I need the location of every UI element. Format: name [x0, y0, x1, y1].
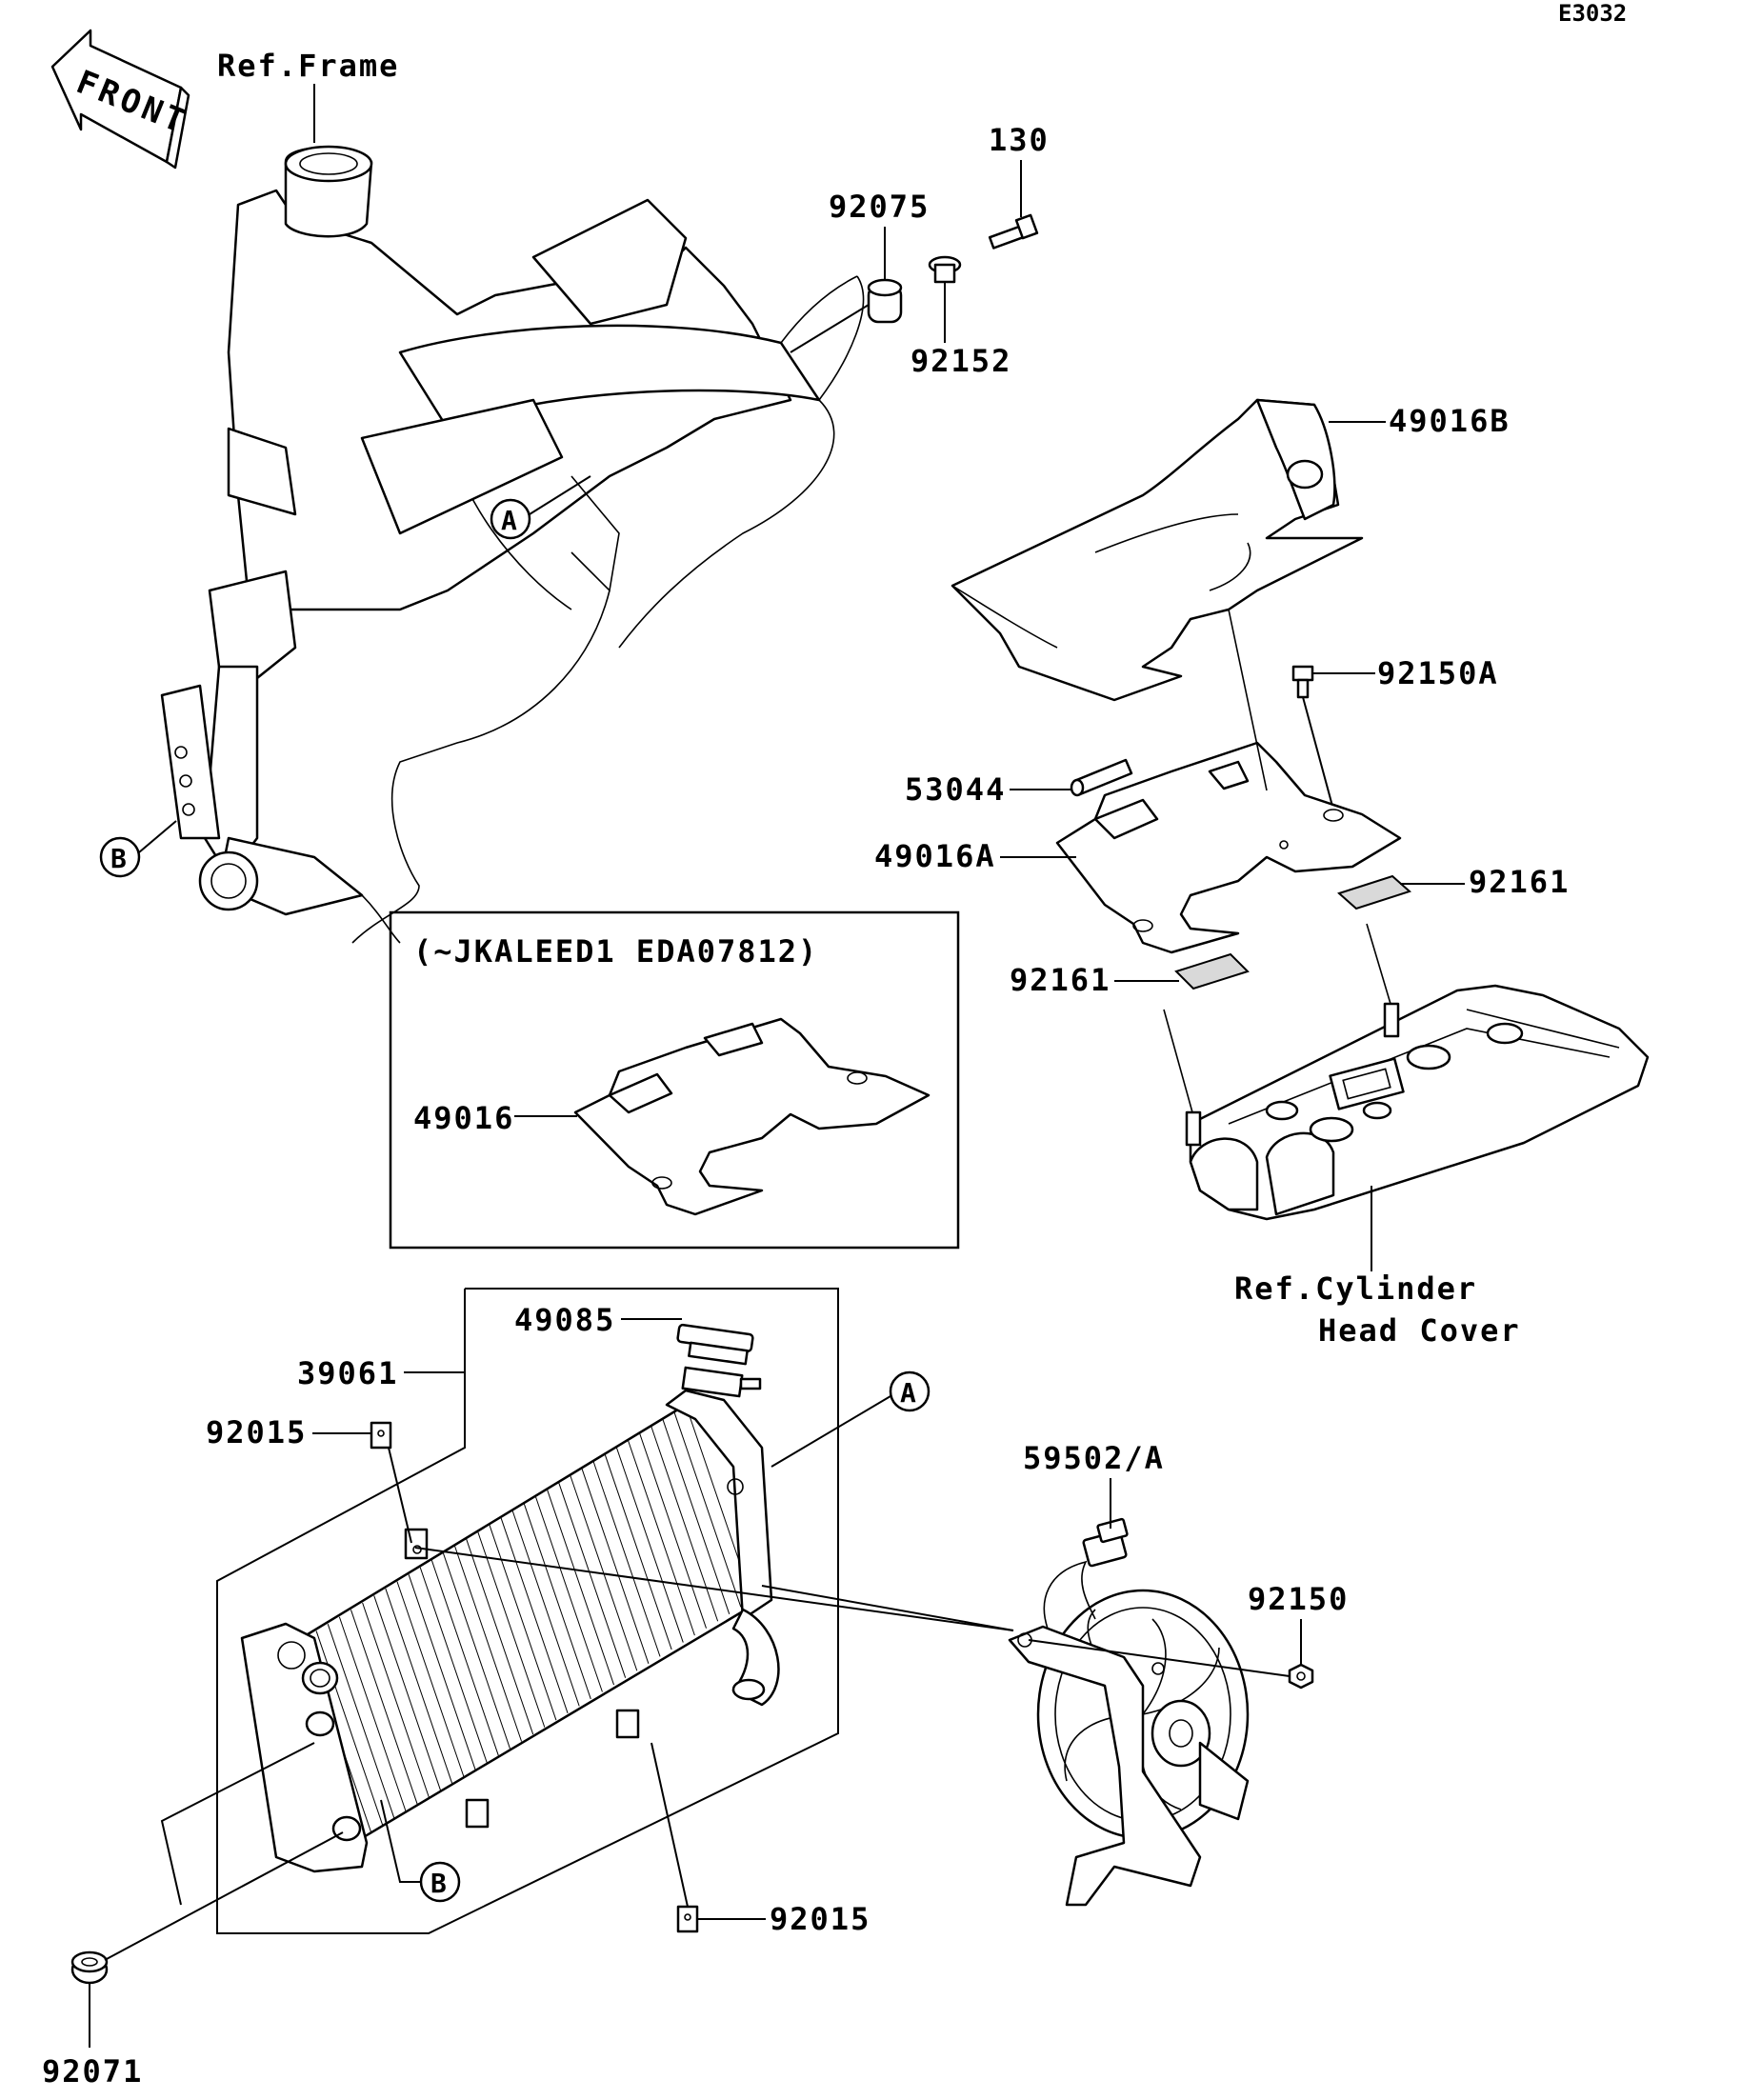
- grommet-92071: [70, 1950, 109, 1985]
- radiator-fin: [396, 1581, 465, 1777]
- radiator-fin: [662, 1418, 730, 1615]
- radiator-fin: [511, 1510, 580, 1707]
- cooling-fan: [1008, 1517, 1250, 1907]
- radiator-fin: [477, 1531, 546, 1728]
- radiator-fin: [408, 1574, 476, 1770]
- label-92071: 92071: [42, 2053, 143, 2090]
- label-59502: 59502/A: [1023, 1440, 1165, 1476]
- diagram-code: E3032: [1558, 0, 1627, 27]
- radiator-fin: [558, 1482, 627, 1678]
- heat-shield-49016a: [1055, 741, 1402, 954]
- pad-92161-left: [1174, 952, 1250, 990]
- pad-92161-right: [1337, 874, 1411, 910]
- label-49016a: 49016A: [874, 838, 996, 874]
- clip-92015-bottom: [676, 1905, 699, 1933]
- radiator-fin: [592, 1461, 661, 1657]
- label-92161-left: 92161: [1010, 962, 1111, 998]
- inset-title: (~JKALEED1 EDA07812): [413, 933, 818, 970]
- radiator-fin: [466, 1538, 534, 1735]
- callout-b-frame: [99, 836, 141, 878]
- radiator-fin: [489, 1525, 557, 1721]
- radiator-fin: [639, 1432, 707, 1629]
- inset-box: [389, 910, 960, 1250]
- label-92015-bottom: 92015: [770, 1901, 870, 1937]
- grommet-92075: [867, 278, 903, 324]
- clip-92015-top: [370, 1421, 392, 1450]
- radiator-fin: [523, 1503, 591, 1700]
- frame-illustration: [160, 145, 865, 944]
- label-39061: 39061: [297, 1355, 398, 1391]
- radiator-fin: [604, 1453, 672, 1650]
- callout-b-frame-letter: B: [110, 843, 127, 874]
- radiator-fin: [350, 1610, 418, 1806]
- callout-a-radiator-letter: A: [900, 1377, 916, 1409]
- radiator-fin: [547, 1489, 615, 1686]
- callout-a-frame-letter: A: [501, 505, 517, 536]
- pad-53044: [1070, 758, 1133, 797]
- callout-a-frame: [490, 498, 531, 540]
- radiator-cap-49085: [676, 1323, 762, 1398]
- radiator-fin: [442, 1552, 510, 1750]
- label-49085: 49085: [514, 1302, 615, 1338]
- radiator-fin: [615, 1447, 684, 1643]
- label-92152: 92152: [911, 343, 1011, 379]
- cylinder-head-cover: [1185, 984, 1650, 1221]
- radiator-fin: [362, 1602, 430, 1799]
- radiator-fin: [373, 1595, 442, 1791]
- bolt-92150a: [1291, 665, 1314, 699]
- radiator-fin: [454, 1546, 523, 1742]
- callout-b-radiator-letter: B: [430, 1868, 447, 1899]
- radiator-fin: [581, 1468, 650, 1664]
- ref-cylinder-label-line1: Ref.Cylinder: [1234, 1270, 1477, 1307]
- heat-shield-49016b: [951, 398, 1364, 702]
- label-92075: 92075: [829, 189, 930, 225]
- radiator-fin: [338, 1616, 407, 1812]
- label-49016: 49016: [413, 1100, 514, 1136]
- label-92015-top: 92015: [206, 1414, 307, 1450]
- front-arrow-icon: FRONT: [50, 29, 193, 170]
- label-130: 130: [989, 122, 1050, 158]
- collar-92152: [928, 255, 962, 284]
- radiator-fin: [534, 1496, 603, 1692]
- radiator-fin: [327, 1623, 395, 1820]
- label-92161-right: 92161: [1469, 864, 1570, 900]
- label-92150a: 92150A: [1377, 655, 1499, 691]
- ref-frame-label: Ref.Frame: [217, 48, 399, 84]
- ref-cylinder-label-line2: Head Cover: [1318, 1312, 1521, 1349]
- radiator-fin: [627, 1439, 695, 1636]
- radiator-fin: [430, 1560, 499, 1756]
- radiator: [240, 1389, 780, 1873]
- label-49016b: 49016B: [1389, 403, 1511, 439]
- label-92150: 92150: [1248, 1581, 1349, 1617]
- radiator-fin: [673, 1411, 742, 1608]
- label-53044: 53044: [905, 771, 1006, 808]
- radiator-fin: [419, 1567, 488, 1763]
- radiator-fin: [500, 1517, 569, 1713]
- radiator-fin: [385, 1588, 453, 1785]
- callout-a-radiator: [889, 1370, 931, 1412]
- bolt-130: [988, 213, 1039, 250]
- heat-shield-49016: [573, 1017, 931, 1216]
- nut-92150: [1288, 1663, 1314, 1690]
